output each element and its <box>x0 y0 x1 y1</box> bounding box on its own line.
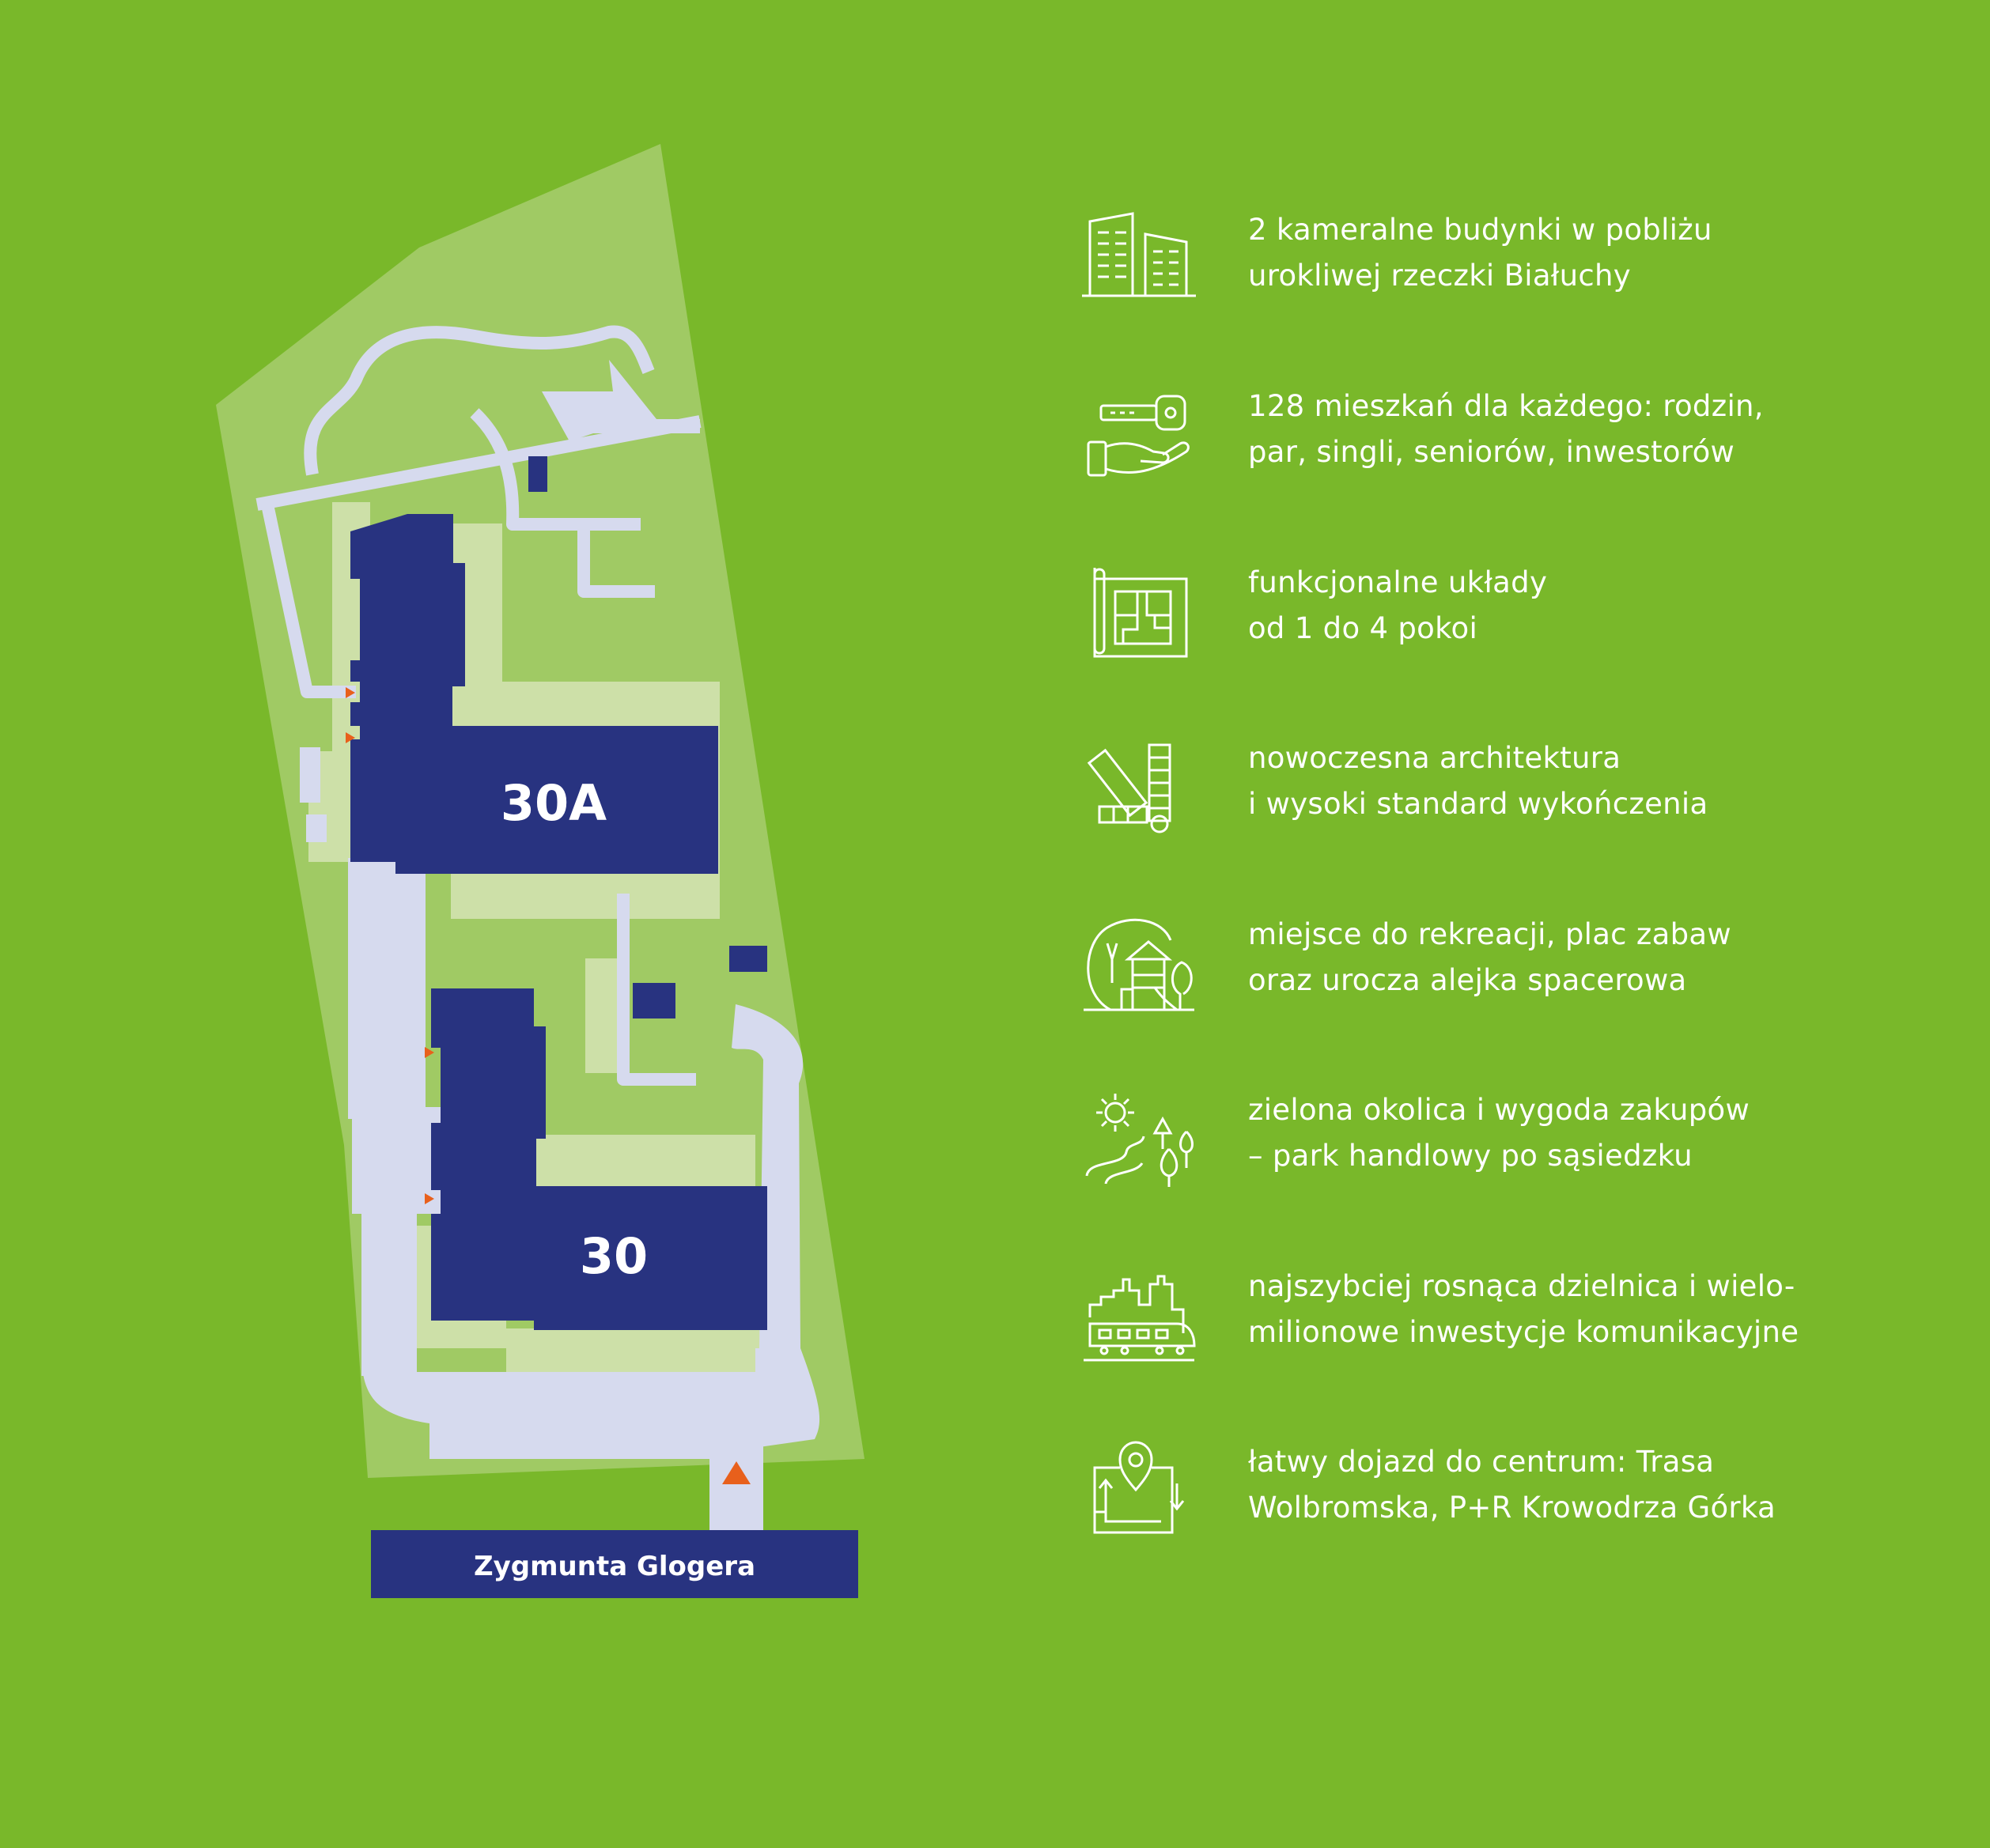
building-30a-shape <box>350 456 718 874</box>
feature-item: najszybciej rosnąca dzielnica i wielo-mi… <box>1076 1264 1946 1382</box>
city-train-icon <box>1076 1264 1202 1366</box>
swatches-icon <box>1076 735 1202 838</box>
street-name: Zygmunta Glogera <box>474 1551 755 1582</box>
key-hand-icon <box>1076 384 1202 486</box>
main-entrance-icon <box>722 1461 751 1484</box>
feature-item: zielona okolica i wygoda zakupów– park h… <box>1076 1087 1946 1206</box>
nature-icon <box>1076 1087 1202 1190</box>
feature-text: zielona okolica i wygoda zakupów– park h… <box>1248 1093 1750 1173</box>
buildings-icon <box>1076 207 1202 310</box>
building-30a-label: 30A <box>501 774 607 832</box>
entrance-marker <box>346 732 355 743</box>
building-30-label: 30 <box>580 1227 648 1285</box>
footpaths <box>255 325 702 1086</box>
feature-text: 128 mieszkań dla każdego: rodzin,par, si… <box>1248 389 1764 469</box>
building-30-shape <box>431 946 767 1330</box>
feature-item: 128 mieszkań dla każdego: rodzin,par, si… <box>1076 384 1946 502</box>
entrance-markers <box>346 687 751 1484</box>
entrance-marker <box>425 1193 434 1204</box>
entrance-marker <box>346 687 355 698</box>
playground-icon <box>1076 912 1202 1015</box>
street-bar <box>371 1530 858 1598</box>
entrance-marker <box>425 1047 434 1058</box>
feature-text: najszybciej rosnąca dzielnica i wielo-mi… <box>1248 1269 1799 1349</box>
route-pin-icon <box>1076 1439 1202 1542</box>
floor-plan-icon <box>1076 560 1202 663</box>
